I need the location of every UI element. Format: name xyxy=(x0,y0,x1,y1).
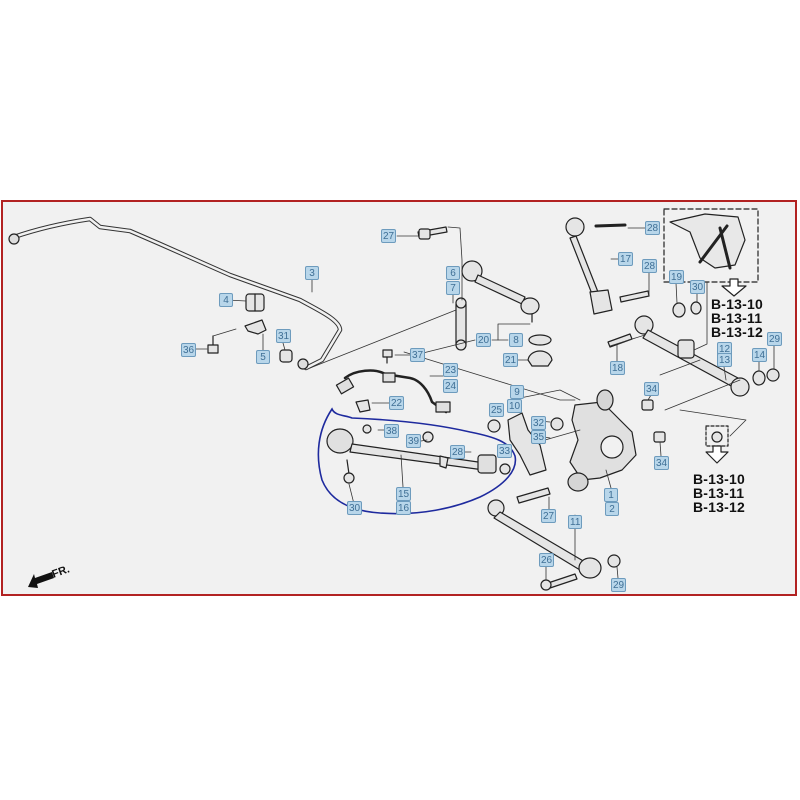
callout-part-30[interactable]: 30 xyxy=(690,280,706,294)
callout-part-20[interactable]: 20 xyxy=(476,333,492,347)
callout-part-34[interactable]: 34 xyxy=(644,382,660,396)
callout-part-26[interactable]: 26 xyxy=(539,553,555,567)
callout-part-7[interactable]: 7 xyxy=(446,281,460,295)
knuckle-part xyxy=(567,389,637,492)
callout-part-18[interactable]: 18 xyxy=(610,361,626,375)
reference-label[interactable]: B-13-10 xyxy=(693,471,745,487)
callout-part-15[interactable]: 15 xyxy=(396,487,412,501)
bushing-part xyxy=(690,301,702,315)
reference-label[interactable]: B-13-11 xyxy=(693,485,745,501)
callout-part-10[interactable]: 10 xyxy=(507,399,523,413)
callout-part-19[interactable]: 19 xyxy=(669,270,685,284)
bolt-part xyxy=(382,349,393,364)
upper-arm-part xyxy=(461,260,540,323)
bolt-part xyxy=(207,335,219,354)
reference-arrow-icon xyxy=(721,278,747,297)
inset-box xyxy=(663,208,759,283)
callout-part-38[interactable]: 38 xyxy=(384,424,400,438)
leader-lines xyxy=(195,226,775,581)
stabilizer-bar xyxy=(8,216,343,371)
reference-label[interactable]: B-13-12 xyxy=(693,499,745,515)
callout-part-8[interactable]: 8 xyxy=(509,333,523,347)
callout-part-22[interactable]: 22 xyxy=(389,396,405,410)
callout-part-35[interactable]: 35 xyxy=(531,430,547,444)
bracket-9-part xyxy=(507,412,547,476)
bolt-part xyxy=(619,290,650,303)
callout-part-1[interactable]: 1 xyxy=(604,488,618,502)
callout-part-11[interactable]: 11 xyxy=(568,515,583,529)
callout-part-23[interactable]: 23 xyxy=(443,363,459,377)
callout-part-16[interactable]: 16 xyxy=(396,501,412,515)
callout-part-33[interactable]: 33 xyxy=(497,444,513,458)
section-reference-bottom[interactable]: B-13-10 B-13-11 B-13-12 xyxy=(693,472,745,514)
callout-part-28[interactable]: 28 xyxy=(450,445,466,459)
callout-part-14[interactable]: 14 xyxy=(752,348,768,362)
reference-arrow-icon xyxy=(705,445,729,464)
callout-part-27[interactable]: 27 xyxy=(381,229,397,243)
callout-part-27[interactable]: 27 xyxy=(541,509,557,523)
callout-part-31[interactable]: 31 xyxy=(276,329,292,343)
nut-part xyxy=(499,463,511,475)
section-reference-top[interactable]: B-13-10 B-13-11 B-13-12 xyxy=(711,297,763,339)
callout-part-17[interactable]: 17 xyxy=(618,252,634,266)
callout-part-36[interactable]: 36 xyxy=(181,343,197,357)
nut-part xyxy=(653,431,666,443)
bushing-part xyxy=(245,293,265,312)
sensor-harness-part xyxy=(335,369,451,414)
callout-part-28[interactable]: 28 xyxy=(642,259,658,273)
callout-part-29[interactable]: 29 xyxy=(611,578,627,592)
bolt-part xyxy=(343,459,355,484)
callout-part-6[interactable]: 6 xyxy=(446,266,460,280)
boot-part xyxy=(527,350,553,367)
bushing-part xyxy=(766,368,780,382)
reference-label[interactable]: B-13-12 xyxy=(711,324,763,340)
callout-part-9[interactable]: 9 xyxy=(510,385,524,399)
callout-part-24[interactable]: 24 xyxy=(443,379,459,393)
callout-part-37[interactable]: 37 xyxy=(410,348,426,362)
washer-part xyxy=(672,302,686,318)
reference-label[interactable]: B-13-10 xyxy=(711,296,763,312)
bushing-part xyxy=(550,417,564,431)
bolt-part xyxy=(362,424,372,434)
nut-part xyxy=(641,399,654,411)
bracket-part xyxy=(244,319,267,335)
nut-part xyxy=(487,419,501,433)
clip-part xyxy=(355,399,371,413)
callout-part-25[interactable]: 25 xyxy=(489,403,505,417)
nut-part xyxy=(422,431,434,443)
boot-ring-part xyxy=(528,334,552,346)
highlight-loop xyxy=(317,407,517,515)
lower-arm-12-part xyxy=(634,315,750,397)
reference-label[interactable]: B-13-11 xyxy=(711,310,763,326)
callout-part-5[interactable]: 5 xyxy=(256,350,270,364)
callout-part-4[interactable]: 4 xyxy=(219,293,233,307)
bushing-part xyxy=(752,370,766,386)
callout-part-13[interactable]: 13 xyxy=(717,353,733,367)
lower-arm-11-part xyxy=(487,499,602,579)
callout-part-21[interactable]: 21 xyxy=(503,353,519,367)
callout-part-29[interactable]: 29 xyxy=(767,332,783,346)
nut-part xyxy=(279,349,293,363)
callout-part-3[interactable]: 3 xyxy=(305,266,319,280)
callout-part-2[interactable]: 2 xyxy=(605,502,619,516)
callout-part-32[interactable]: 32 xyxy=(531,416,547,430)
bushing-part xyxy=(607,554,621,568)
bolt-part xyxy=(547,573,578,589)
bolt-part xyxy=(516,487,551,504)
front-direction-arrow-icon xyxy=(28,572,54,588)
callout-part-39[interactable]: 39 xyxy=(406,434,422,448)
callout-part-30[interactable]: 30 xyxy=(347,501,363,515)
callout-part-28[interactable]: 28 xyxy=(645,221,661,235)
callout-part-34[interactable]: 34 xyxy=(654,456,670,470)
bolt-part xyxy=(417,226,448,240)
stabilizer-link-part xyxy=(455,297,467,351)
lower-arm-15-part xyxy=(326,428,497,474)
arm-17-part xyxy=(565,217,627,315)
